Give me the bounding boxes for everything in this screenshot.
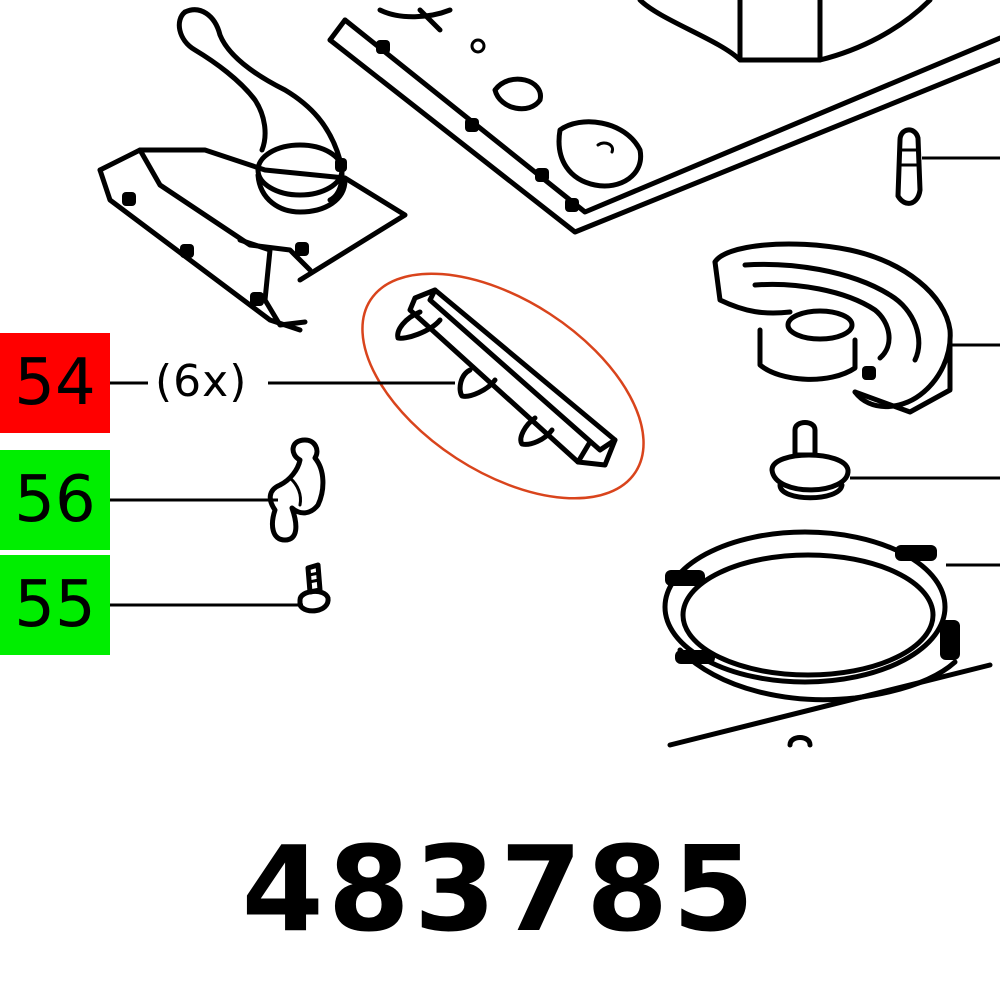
quantity-note: (6x) [155, 356, 248, 407]
knob-part [769, 420, 851, 501]
clip-part-56 [267, 437, 326, 543]
part-number: 483785 [241, 820, 759, 958]
callout-54-label: 54 [14, 346, 96, 420]
spiral-part [712, 241, 953, 415]
rail-part-54 [361, 272, 645, 500]
callout-55-label: 55 [14, 568, 96, 642]
leader-lines [110, 156, 1000, 607]
base-plate [327, 0, 1000, 235]
callout-56-label: 56 [14, 463, 96, 537]
highlight-ellipse [361, 272, 645, 500]
callout-55: 55 [0, 555, 110, 655]
pin-part [895, 127, 923, 206]
ring-part [662, 529, 993, 748]
lever-clamp [97, 7, 408, 333]
screw-part-55 [297, 562, 331, 614]
callout-54: 54 [0, 333, 110, 433]
callout-56: 56 [0, 450, 110, 550]
